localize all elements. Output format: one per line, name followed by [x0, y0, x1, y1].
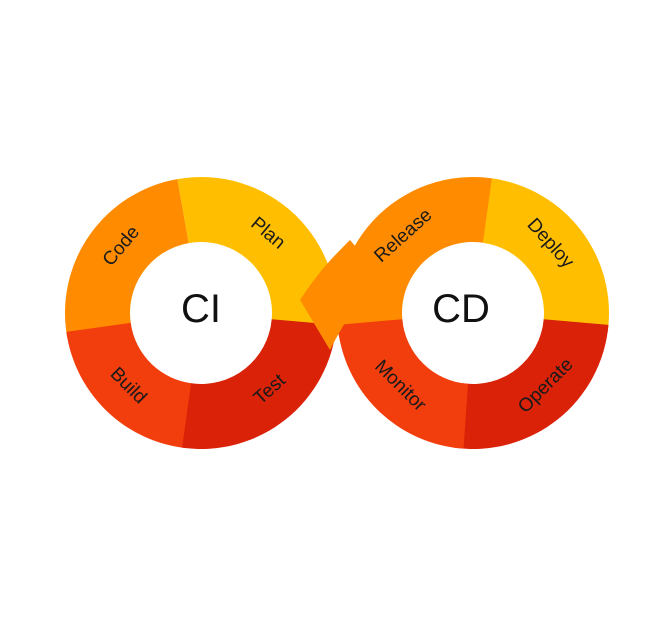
segment-test: [182, 319, 337, 449]
cd-center-label: CD: [432, 287, 490, 331]
ci-center-label: CI: [181, 287, 221, 331]
infinity-loop: [65, 176, 609, 449]
segment-build: [66, 322, 194, 449]
segment-deploy: [482, 178, 609, 332]
segment-plan: [177, 177, 337, 332]
loop-crossing: [300, 240, 380, 350]
segment-operate: [454, 319, 609, 449]
segment-monitor: [337, 319, 469, 449]
segment-code: [65, 179, 189, 337]
segment-release: [336, 176, 502, 337]
